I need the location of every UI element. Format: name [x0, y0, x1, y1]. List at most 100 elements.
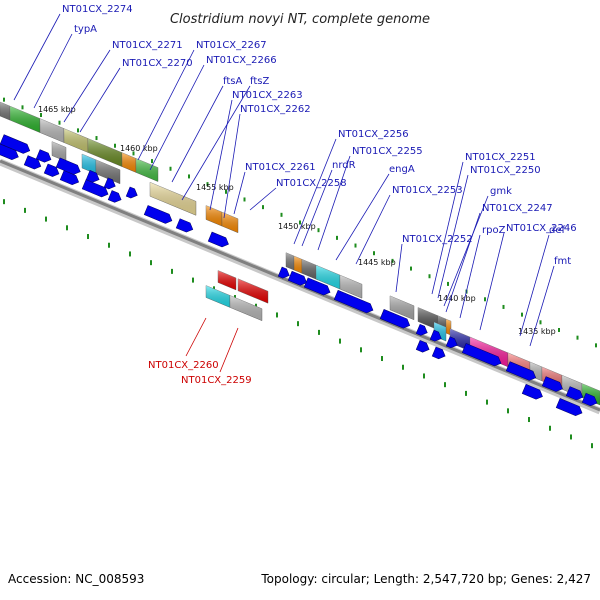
feature-box-shine — [286, 252, 294, 271]
scale-label: 1450 kbp — [278, 222, 316, 231]
gene-label: fmt — [554, 256, 571, 267]
gene-label-leader — [223, 113, 241, 219]
cds-arrow-shape — [287, 270, 308, 286]
feature-box-shine — [150, 182, 196, 216]
feature-box-shine — [230, 295, 262, 321]
cds-arrow-shape — [35, 149, 52, 163]
gene-label: NT01CX_2261 — [245, 162, 316, 173]
feature-box-shine — [206, 285, 230, 308]
feature-box-shine — [390, 295, 414, 320]
cds-arrow-shape — [521, 383, 543, 400]
genome-summary-text: Topology: circular; Length: 2,547,720 bp… — [261, 572, 591, 586]
gene-label-leader — [171, 85, 224, 183]
cds-arrow — [521, 383, 543, 400]
gene-label-leader — [445, 212, 481, 313]
cds-arrow-shape — [55, 157, 81, 175]
gene-label: NT01CX_2255 — [352, 146, 423, 157]
feature-box-shine — [302, 259, 318, 280]
feature-box-shine — [40, 118, 64, 143]
feature-box-shine — [122, 152, 136, 173]
cds-arrow — [461, 343, 502, 367]
gene-label: NT01CX_2262 — [240, 104, 311, 115]
scale-label: 1465 kbp — [38, 105, 76, 114]
map-title: Clostridium novyi NT, complete genome — [170, 12, 430, 27]
gene-label-leader — [181, 85, 251, 201]
gene-label: typA — [74, 24, 97, 35]
cds-arrow-shape — [175, 218, 194, 233]
gene-label-leader — [355, 194, 391, 265]
feature-box-shine — [10, 106, 40, 133]
feature-box-shine — [88, 138, 122, 167]
gene-label: NT01CX_2260 — [148, 360, 219, 371]
gene-label-leader — [431, 161, 464, 295]
gene-label: NT01CX_2253 — [392, 185, 463, 196]
gene-label-leader — [233, 171, 246, 215]
gene-label-leader — [209, 99, 233, 211]
cds-arrow — [55, 157, 81, 175]
feature-box-shine — [206, 205, 222, 227]
accession-text: Accession: NC_008593 — [8, 572, 145, 586]
cds-arrow — [103, 177, 116, 190]
gene-label: NT01CX_2266 — [206, 55, 277, 66]
gene-label-leader — [249, 187, 277, 211]
gene-label: NT01CX_2251 — [465, 152, 536, 163]
cds-arrow — [125, 186, 138, 199]
gene-label-leader — [13, 13, 61, 101]
cds-arrow-shape — [303, 277, 331, 296]
cds-arrow — [287, 270, 308, 286]
gene-label: NT01CX_2274 — [62, 4, 133, 15]
gene-label: NT01CX_2263 — [232, 90, 303, 101]
gene-label-leader — [79, 67, 121, 133]
gene-label-leader — [149, 64, 205, 171]
cds-arrow — [555, 398, 583, 416]
gene-label-leader — [293, 138, 337, 245]
feature-box-shine — [340, 275, 362, 299]
cds-arrow-shape — [277, 266, 290, 279]
feature-box-shine — [96, 159, 120, 184]
gene-label: def — [549, 225, 566, 236]
cds-arrow — [541, 376, 563, 392]
cds-arrow — [0, 134, 31, 154]
cds-arrow-shape — [81, 179, 109, 198]
cds-arrow-shape — [415, 323, 428, 336]
feature-box-shine — [218, 270, 236, 290]
scale-label: 1445 kbp — [358, 258, 396, 267]
gene-label: NT01CX_2271 — [112, 40, 183, 51]
scale-label: 1440 kbp — [438, 294, 476, 303]
feature-box-shine — [82, 154, 96, 174]
cds-arrow — [415, 323, 428, 336]
cds-arrow-shape — [0, 134, 31, 154]
cds-arrow-shape — [43, 163, 60, 177]
gene-label-leader — [395, 243, 403, 293]
gene-label: rpoZ — [482, 225, 506, 236]
gene-label-leader — [185, 317, 207, 357]
cds-arrow — [429, 329, 442, 342]
feature-box-shine — [52, 141, 66, 162]
feature-box-shine — [222, 212, 238, 233]
cds-arrow — [85, 170, 100, 183]
gene-label: NT01CX_2247 — [482, 203, 553, 214]
gene-label: ftsA — [223, 76, 242, 87]
cds-arrow — [445, 336, 458, 349]
cds-arrow-shape — [103, 177, 116, 190]
cds-arrow-shape — [581, 392, 598, 407]
cds-arrow — [81, 179, 109, 198]
gene-label-leader — [529, 265, 555, 347]
cds-arrow-shape — [429, 329, 442, 342]
feature-box-shine — [136, 158, 158, 182]
cds-arrow — [59, 170, 80, 186]
gene-label: NT01CX_2246 — [506, 223, 577, 234]
cds-arrow — [581, 392, 598, 407]
cds-arrow-shape — [207, 231, 229, 248]
gene-label-leader — [335, 173, 390, 261]
gene-label-leader — [519, 234, 550, 337]
gene-label: NT01CX_2267 — [196, 40, 267, 51]
gene-label-leader — [443, 195, 489, 307]
feature-box-shine — [0, 102, 10, 121]
cds-arrow — [333, 289, 374, 314]
cds-arrow-shape — [505, 361, 537, 381]
gene-label-leader — [459, 234, 481, 319]
cds-arrow — [303, 277, 331, 296]
